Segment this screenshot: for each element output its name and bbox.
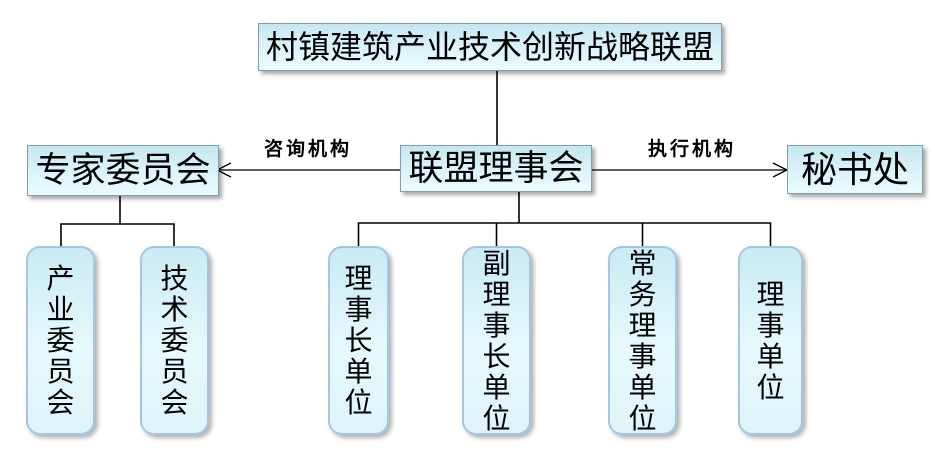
edge-label-advisory: 咨询机构 xyxy=(263,139,352,160)
node-alliance-title: 村镇建筑产业技术创新战略联盟 xyxy=(258,23,722,71)
connector-expert-bus xyxy=(60,223,175,246)
node-secretariat: 秘书处 xyxy=(787,145,923,194)
node-alliance-council: 联盟理事会 xyxy=(400,145,592,192)
node-executive-director-unit: 常务理事单位 xyxy=(608,246,677,435)
node-director-unit: 理事单位 xyxy=(738,246,803,435)
arrow-executive xyxy=(592,162,789,178)
node-industry-committee: 产业委员会 xyxy=(26,246,95,435)
edge-label-executive: 执行机构 xyxy=(647,139,736,160)
connector-council-bus xyxy=(357,222,772,246)
arrow-advisory xyxy=(215,162,400,178)
node-chairman-unit: 理事长单位 xyxy=(328,246,389,435)
node-vice-chairman-unit: 副理事长单位 xyxy=(462,246,531,435)
node-expert-committee: 专家委员会 xyxy=(27,145,219,196)
node-technology-committee: 技术委员会 xyxy=(140,246,209,435)
